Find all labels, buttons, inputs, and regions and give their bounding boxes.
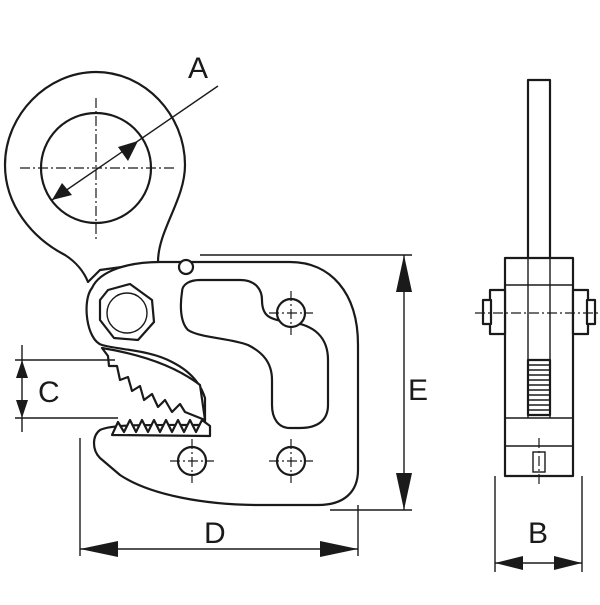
dimension-d xyxy=(79,438,359,557)
side-bolt-head-right xyxy=(571,288,590,336)
dimension-a xyxy=(51,85,219,201)
label-e: E xyxy=(408,374,428,407)
side-bolt-end-left xyxy=(481,298,493,326)
dimension-c xyxy=(15,345,118,432)
mounting-hole-bottom-left xyxy=(170,439,214,483)
label-a: A xyxy=(188,52,208,85)
dimension-b xyxy=(494,476,583,572)
mounting-hole-bottom-right xyxy=(269,439,313,483)
side-cam-knurl xyxy=(528,364,550,411)
label-d: D xyxy=(204,517,226,550)
side-bolt-end-right xyxy=(585,298,597,326)
mounting-hole-top-right xyxy=(269,291,313,335)
pin-hole xyxy=(177,258,195,276)
label-b: B xyxy=(528,517,548,550)
serrated-cam xyxy=(100,346,207,422)
side-bolt-head-left xyxy=(488,288,507,336)
side-eye-strap xyxy=(526,78,552,262)
hex-bolt-washer xyxy=(106,292,148,334)
jaw-pad xyxy=(110,418,212,438)
cam-slot xyxy=(179,278,330,430)
label-c: C xyxy=(38,376,60,409)
side-cam xyxy=(526,358,552,417)
dimension-e xyxy=(200,254,412,511)
